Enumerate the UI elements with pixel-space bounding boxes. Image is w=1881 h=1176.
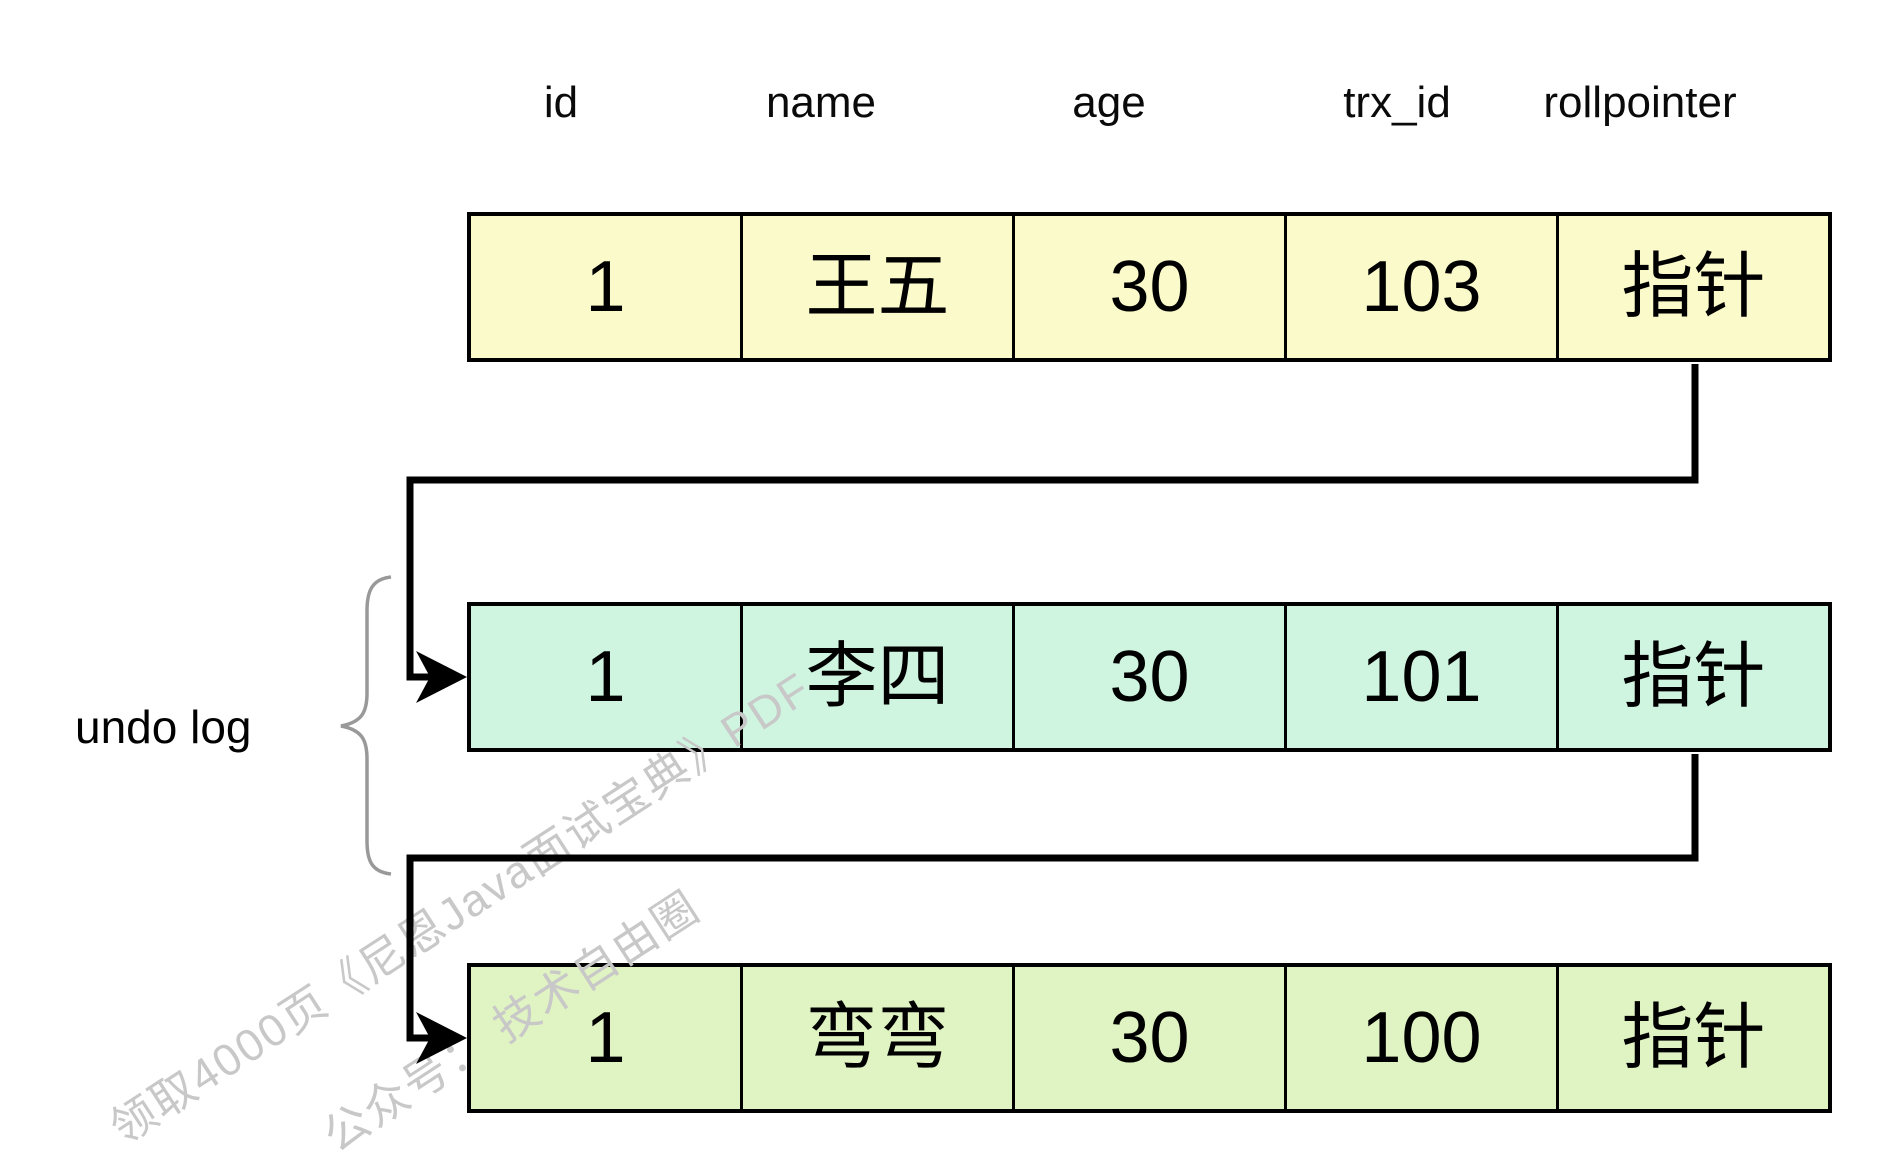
column-header-age: age	[1072, 78, 1146, 127]
record-row-current: 1 王五 30 103 指针	[467, 212, 1832, 362]
column-header-trx-id: trx_id	[1343, 78, 1451, 127]
undo-log-label: undo log	[75, 701, 252, 753]
cell-id: 1	[585, 998, 626, 1078]
cell-id: 1	[585, 247, 626, 327]
column-header-rollpointer: rollpointer	[1543, 78, 1737, 127]
cell-id: 1	[585, 637, 626, 717]
cell-name: 王五	[740, 216, 1012, 358]
cell-trx-id: 103	[1284, 216, 1556, 358]
record-row-undo-2: 1 弯弯 30 100 指针	[467, 963, 1832, 1113]
cell-name: 弯弯	[740, 967, 1012, 1109]
cell-trx-id: 101	[1284, 606, 1556, 748]
cell-age: 30	[1012, 967, 1284, 1109]
cell-age: 30	[1012, 216, 1284, 358]
record-row-undo-1: 1 李四 30 101 指针	[467, 602, 1832, 752]
column-header-id: id	[543, 78, 579, 127]
cell-age: 30	[1012, 606, 1284, 748]
undo-log-brace	[340, 575, 392, 876]
cell-rollpointer: 指针	[1556, 216, 1828, 358]
cell-rollpointer: 指针	[1556, 967, 1828, 1109]
cell-trx-id: 100	[1284, 967, 1556, 1109]
cell-name: 李四	[740, 606, 1012, 748]
cell-rollpointer: 指针	[1556, 606, 1828, 748]
column-header-name: name	[765, 78, 877, 127]
